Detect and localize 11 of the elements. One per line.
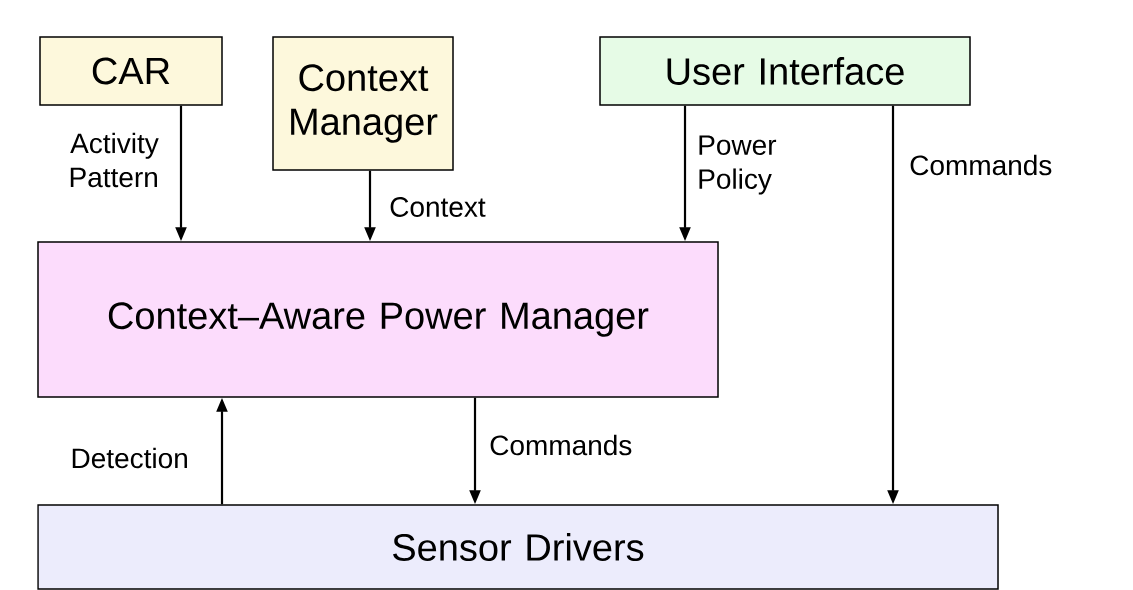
box: Context Manager bbox=[272, 36, 454, 171]
box: CAR bbox=[39, 36, 223, 106]
edge-label: Detection bbox=[72, 447, 187, 469]
box: Context–Aware Power Manager bbox=[37, 241, 719, 398]
edge-label: Activity Pattern bbox=[70, 132, 159, 188]
edge-label: Context bbox=[390, 197, 486, 217]
edge-label: Power Policy bbox=[699, 135, 777, 195]
box: User Interface bbox=[599, 36, 971, 106]
box: Sensor Drivers bbox=[37, 504, 999, 590]
edge-label: Commands bbox=[910, 154, 1052, 176]
edge-label: Commands bbox=[490, 434, 632, 456]
